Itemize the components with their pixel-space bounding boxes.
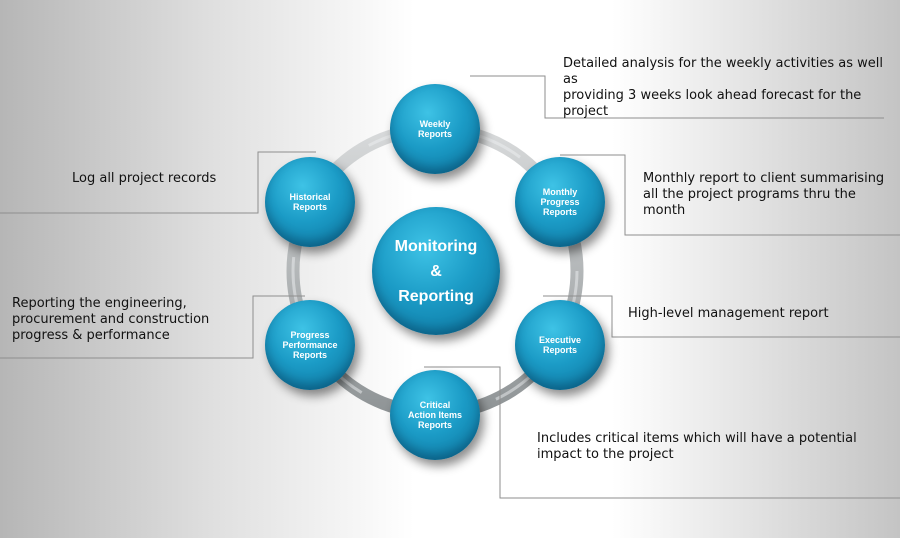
progress-line-1: Progress — [290, 330, 330, 340]
weekly-line-2: Reports — [417, 129, 452, 139]
critical-callout-line-1: Includes critical items which will have … — [537, 431, 857, 446]
critical-leader-line — [424, 366, 900, 499]
progress-callout-line-3: progress & performance — [12, 328, 170, 343]
executive-leader-line — [543, 295, 900, 338]
historical-line-2: Reports — [292, 202, 327, 212]
historical-line-1: Historical — [289, 192, 331, 202]
progress-leader-line — [0, 295, 305, 359]
progress-line-2: Performance — [282, 340, 338, 350]
executive-callout: High-level management report — [628, 306, 829, 322]
weekly-leader-line — [470, 75, 884, 119]
weekly-callout: Detailed analysis for the weekly activit… — [563, 56, 900, 120]
center-line-2: & — [430, 262, 442, 280]
critical-callout-line-2: impact to the project — [537, 447, 674, 462]
monthly-line-1: Monthly — [542, 187, 578, 197]
historical-callout: Log all project records — [72, 171, 216, 187]
progress-callout-line-1: Reporting the engineering, — [12, 296, 187, 311]
weekly-line-1: Weekly — [419, 119, 451, 129]
monitoring-reporting-center-node: Monitoring & Reporting — [372, 207, 500, 335]
progress-callout-line-2: procurement and construction — [12, 312, 210, 327]
center-line-3: Reporting — [398, 287, 474, 305]
monthly-callout-line-1: Monthly report to client summarising — [643, 171, 885, 186]
progress-line-3: Reports — [292, 350, 327, 360]
monthly-callout-line-2: all the project programs thru the — [643, 187, 856, 202]
executive-line-2: Reports — [542, 345, 577, 355]
critical-line-1: Critical — [419, 400, 451, 410]
historical-leader-line — [0, 151, 316, 214]
center-line-1: Monitoring — [394, 237, 478, 255]
monthly-line-3: Reports — [542, 207, 577, 217]
critical-callout: Includes critical items which will have … — [537, 431, 857, 463]
weekly-callout-line-1: Detailed analysis for the weekly activit… — [563, 56, 883, 87]
executive-line-1: Executive — [538, 335, 582, 345]
progress-callout: Reporting the engineering, procurement a… — [12, 296, 209, 344]
monthly-callout-line-3: month — [643, 203, 686, 218]
executive-callout-line-1: High-level management report — [628, 306, 829, 321]
monthly-leader-line — [560, 154, 900, 236]
critical-line-3: Reports — [417, 420, 452, 430]
historical-callout-line-1: Log all project records — [72, 171, 217, 186]
weekly-callout-line-2: providing 3 weeks look ahead forecast fo… — [563, 88, 862, 119]
critical-line-2: Action Items — [407, 410, 462, 420]
monthly-callout: Monthly report to client summarising all… — [643, 171, 884, 219]
monthly-line-2: Progress — [540, 197, 580, 207]
